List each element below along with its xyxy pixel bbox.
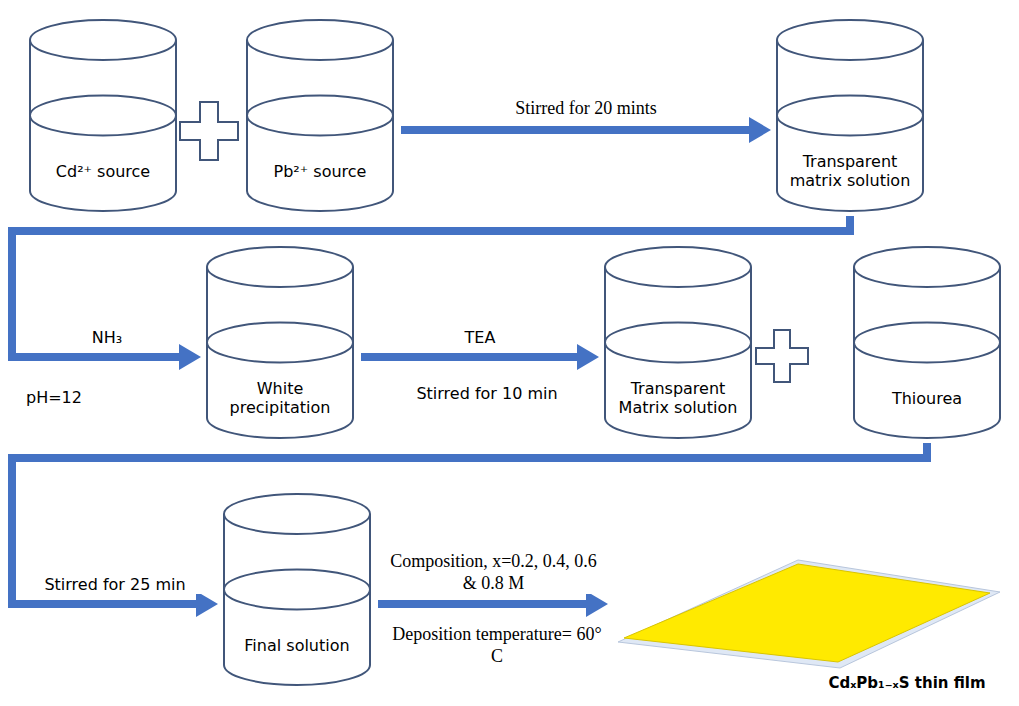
beaker-body [207, 267, 353, 438]
node-label: CdₓPb₁₋ₓS thin film [812, 674, 1002, 692]
beaker-rim [247, 20, 393, 60]
substrate [618, 560, 1000, 668]
arrow-shaft [361, 353, 579, 361]
node-label: Pb²⁺ source [251, 162, 389, 181]
beaker-rim [777, 20, 923, 60]
beaker-body [777, 40, 923, 211]
beaker-rim [605, 247, 751, 287]
liquid-surface [207, 323, 353, 363]
beaker-outline [28, 18, 178, 213]
arrow-shaft [401, 126, 751, 134]
beaker-node: Pb²⁺ source [245, 18, 395, 213]
annotation-label: Stirred for 10 min [392, 384, 582, 403]
beaker-body [30, 40, 176, 211]
node-label: Cd²⁺ source [34, 162, 172, 181]
arrow-head [196, 591, 218, 617]
node-label: White precipitation [211, 379, 349, 417]
plus-symbol [180, 102, 238, 160]
beaker-body [605, 267, 751, 438]
beaker-node: White precipitation [205, 245, 355, 440]
arrow-head [749, 117, 771, 143]
beaker-rim [224, 494, 370, 534]
edge-label: Stirred for 25 min [20, 575, 210, 594]
node-label: Transparent Matrix solution [609, 379, 747, 417]
beaker-body [247, 40, 393, 211]
edge-label: Stirred for 20 mints [471, 98, 701, 120]
edge-label: TEA [440, 328, 520, 347]
thin-film-node: CdₓPb₁₋ₓS thin film [612, 552, 1007, 700]
edge-label: Composition, x=0.2, 0.4, 0.6 & 0.8 M [386, 551, 601, 594]
block-arrow [361, 344, 599, 370]
beaker-node: Thiourea [852, 245, 1002, 440]
beaker-outline [245, 18, 395, 213]
liquid-surface [30, 96, 176, 136]
plus-symbol [756, 330, 808, 382]
beaker-node: Final solution [222, 492, 372, 687]
arrow-shaft [378, 600, 588, 608]
beaker-node: Cd²⁺ source [28, 18, 178, 213]
annotation-label: Deposition temperature= 60° C [392, 624, 602, 667]
edge-label: NH₃ [67, 328, 147, 347]
beaker-node: Transparent matrix solution [775, 18, 925, 213]
arrow-head [577, 344, 599, 370]
node-label: Final solution [228, 636, 366, 655]
node-label: Transparent matrix solution [781, 152, 919, 190]
block-arrow [378, 591, 608, 617]
beaker-outline [852, 245, 1002, 440]
annotation-label: pH=12 [26, 388, 146, 407]
liquid-surface [605, 323, 751, 363]
liquid-surface [854, 323, 1000, 363]
beaker-outline [222, 492, 372, 687]
beaker-rim [854, 247, 1000, 287]
beaker-body [224, 514, 370, 685]
liquid-surface [224, 570, 370, 610]
film-layer [624, 564, 990, 662]
node-label: Thiourea [858, 389, 996, 408]
beaker-rim [207, 247, 353, 287]
beaker-rim [30, 20, 176, 60]
block-arrow [401, 117, 771, 143]
arrow-head [179, 344, 201, 370]
beaker-node: Transparent Matrix solution [603, 245, 753, 440]
liquid-surface [777, 96, 923, 136]
beaker-body [854, 267, 1000, 438]
liquid-surface [247, 96, 393, 136]
arrow-head [586, 591, 608, 617]
